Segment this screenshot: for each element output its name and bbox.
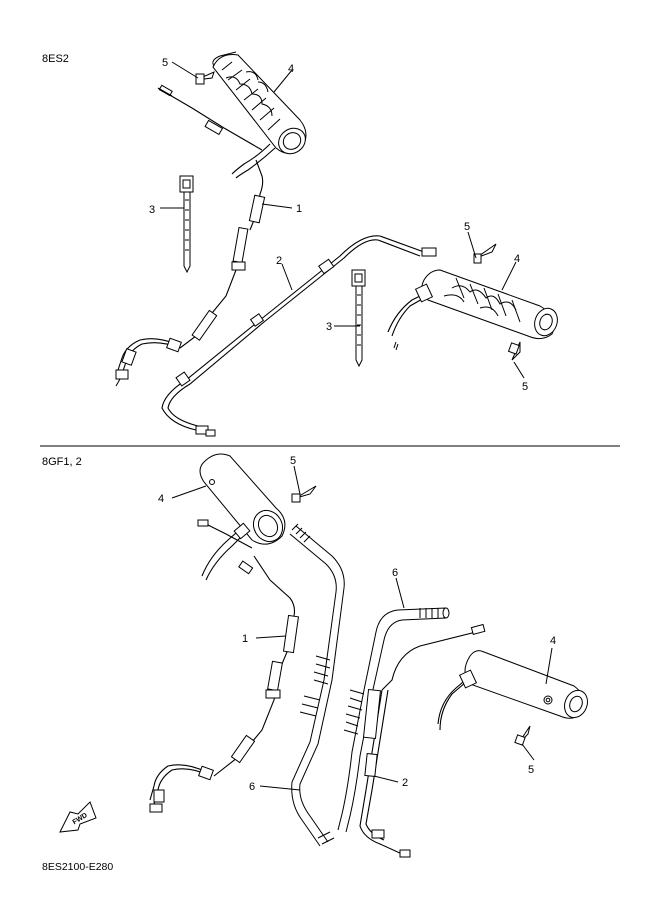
callout-4: 4	[514, 253, 520, 265]
callout-4: 4	[550, 635, 556, 647]
grip-tube-top	[199, 453, 286, 581]
model-code-8es2: 8ES2	[42, 53, 69, 65]
callout-5: 5	[522, 381, 528, 393]
callout-5: 5	[464, 221, 470, 233]
section-8es2: 8ES2	[42, 51, 558, 437]
callout-4: 4	[288, 63, 294, 75]
callout-4: 4	[158, 493, 164, 505]
forward-direction-icon: FWD	[59, 801, 97, 833]
grip-end-screws-8es2	[195, 71, 521, 361]
leader-lines-8es2	[160, 61, 525, 379]
leader-lines-8gf1-2	[171, 465, 553, 791]
callout-5: 5	[162, 57, 168, 69]
model-code-8gf1-2: 8GF1, 2	[42, 456, 82, 468]
section-8gf1-2: 8GF1, 2	[42, 453, 588, 873]
callout-2: 2	[402, 777, 408, 789]
callout-2: 2	[276, 255, 282, 267]
callout-1: 1	[242, 633, 248, 645]
throttle-cable-2-sec2	[359, 623, 486, 858]
callout-6: 6	[392, 567, 398, 579]
handlebar-grip-right	[387, 269, 558, 351]
grip-tube-right	[437, 650, 588, 731]
callout-3: 3	[149, 204, 155, 216]
throttle-grip-left	[212, 51, 307, 155]
callout-5: 5	[528, 764, 534, 776]
cable-guide-tube-6-middle	[289, 523, 345, 847]
throttle-cable-2	[161, 235, 437, 437]
callout-5: 5	[290, 455, 296, 467]
callout-1: 1	[296, 203, 302, 215]
throttle-cable-1-sec2	[149, 519, 300, 813]
callout-6: 6	[249, 781, 255, 793]
cable-tie-left	[179, 175, 194, 274]
figure-code: 8ES2100-E280	[42, 861, 113, 873]
cable-guide-tube-6-upper	[337, 607, 450, 833]
cable-tie-right	[351, 269, 366, 368]
callout-3: 3	[326, 321, 332, 333]
